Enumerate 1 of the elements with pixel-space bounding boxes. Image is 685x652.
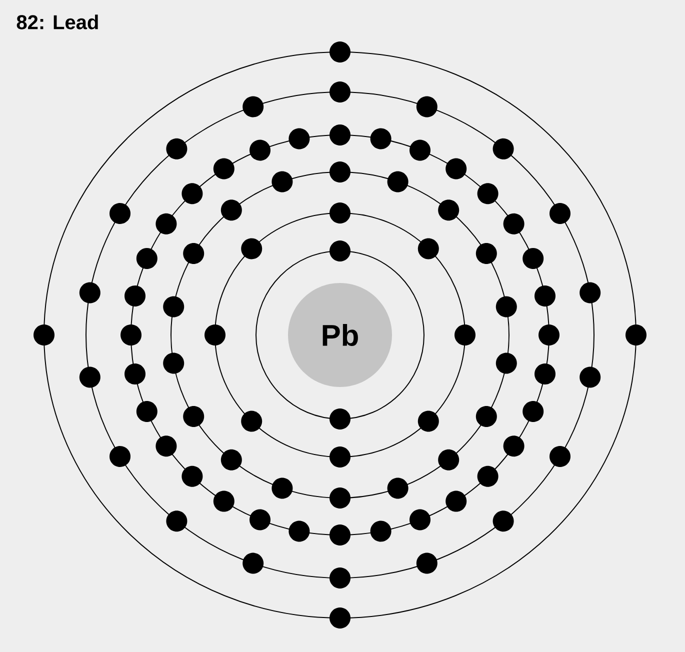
title: 82: Lead <box>16 14 98 30</box>
